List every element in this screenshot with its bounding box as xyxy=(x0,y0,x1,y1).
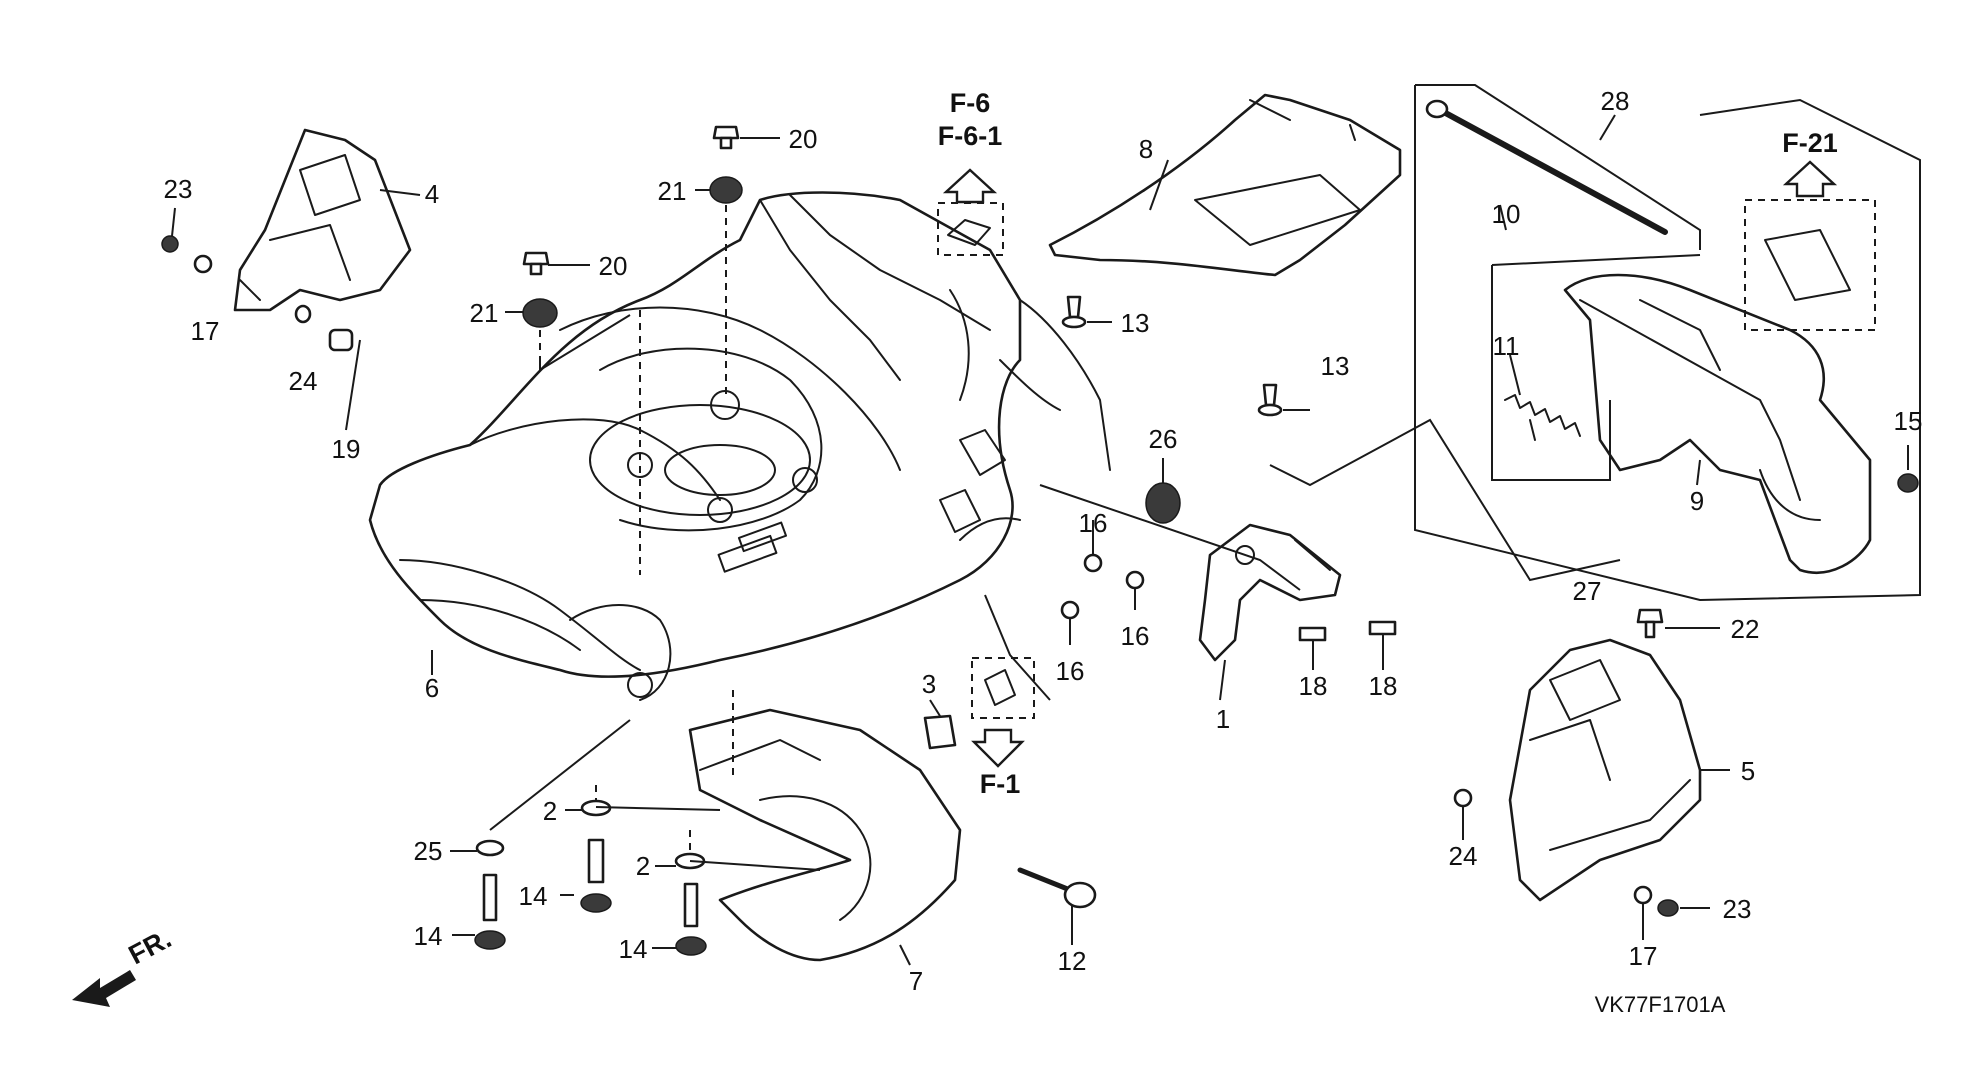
callout-26: 26 xyxy=(1149,424,1178,454)
callout-2: 2 xyxy=(636,851,650,881)
bracket xyxy=(1198,523,1342,662)
deflector xyxy=(688,708,962,962)
kit-outline-27 xyxy=(1414,84,1921,602)
mower-deck xyxy=(368,191,1111,701)
ref-box-f6-part xyxy=(947,219,991,246)
diagram-code: VK77F1701A xyxy=(1595,992,1726,1017)
callout-25: 25 xyxy=(414,836,443,866)
side-cover-left xyxy=(233,128,412,312)
callout-18: 18 xyxy=(1369,671,1398,701)
callout-22: 22 xyxy=(1731,614,1760,644)
callout-8: 8 xyxy=(1139,134,1153,164)
callout-11: 11 xyxy=(1493,331,1520,361)
callout-3: 3 xyxy=(922,669,936,699)
ref-box-f21 xyxy=(1744,199,1876,331)
callout-13: 13 xyxy=(1321,351,1350,381)
callout-24: 24 xyxy=(1449,841,1478,871)
rod xyxy=(1425,99,1668,235)
callout-20: 20 xyxy=(599,251,628,281)
callout-21: 21 xyxy=(470,298,499,328)
callout-16: 16 xyxy=(1056,656,1085,686)
callout-6: 6 xyxy=(425,673,439,703)
ref-arrow-f1 xyxy=(971,728,1025,768)
callout-9: 9 xyxy=(1690,486,1704,516)
front-arrow-icon xyxy=(72,970,136,1007)
spring xyxy=(1504,394,1581,441)
ref-f21: F-21 xyxy=(1782,128,1838,158)
dashed-lines xyxy=(489,205,1621,871)
callout-14: 14 xyxy=(414,921,443,951)
callout-21: 21 xyxy=(658,176,687,206)
callout-16: 16 xyxy=(1121,621,1150,651)
callout-1: 1 xyxy=(1216,704,1230,734)
ref-arrow-f21 xyxy=(1782,160,1838,198)
ref-box-f1-part xyxy=(984,669,1016,706)
callout-16: 16 xyxy=(1079,508,1108,538)
callout-17: 17 xyxy=(1629,941,1658,971)
callout-4: 4 xyxy=(425,179,439,209)
rear-guard xyxy=(1563,273,1872,574)
front-direction-indicator: FR. xyxy=(72,923,176,1007)
callouts: 1 2 2 3 4 5 6 7 8 9 10 11 12 13 13 14 14… xyxy=(164,86,1923,996)
ref-box-f21-part xyxy=(1764,229,1851,301)
callout-13: 13 xyxy=(1121,308,1150,338)
callout-27: 27 xyxy=(1573,576,1602,606)
callout-2: 2 xyxy=(543,796,557,826)
ref-f6: F-6 xyxy=(950,88,991,118)
callout-18: 18 xyxy=(1299,671,1328,701)
ref-box-f1 xyxy=(971,657,1035,719)
leader-lines xyxy=(171,114,1909,966)
callout-14: 14 xyxy=(519,881,548,911)
callout-15: 15 xyxy=(1894,406,1923,436)
side-cover-right xyxy=(1508,638,1702,902)
callout-24: 24 xyxy=(289,366,318,396)
callout-10: 10 xyxy=(1492,199,1521,229)
callout-5: 5 xyxy=(1741,756,1755,786)
callout-28: 28 xyxy=(1601,86,1630,116)
callout-7: 7 xyxy=(909,966,923,996)
front-label: FR. xyxy=(124,923,176,970)
ref-f6-1: F-6-1 xyxy=(938,121,1003,151)
callout-23: 23 xyxy=(1723,894,1752,924)
callout-12: 12 xyxy=(1058,946,1087,976)
ref-f1: F-1 xyxy=(980,769,1021,799)
ref-arrow-f6 xyxy=(942,168,998,204)
callout-23: 23 xyxy=(164,174,193,204)
callout-17: 17 xyxy=(191,316,220,346)
callout-14: 14 xyxy=(619,934,648,964)
callout-20: 20 xyxy=(789,124,818,154)
rear-shield xyxy=(1048,93,1402,277)
callout-19: 19 xyxy=(332,434,361,464)
